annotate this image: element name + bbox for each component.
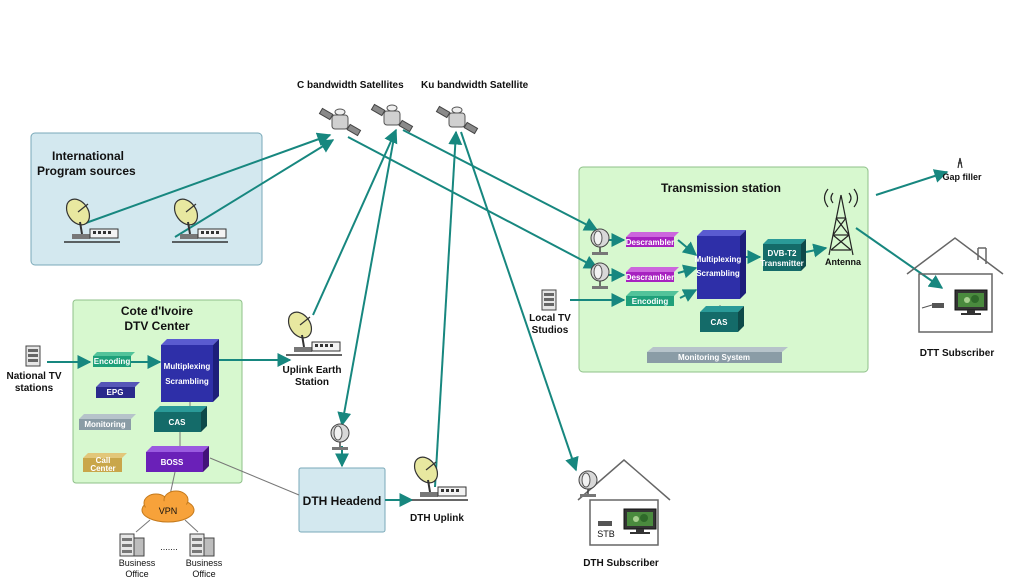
connections	[47, 128, 949, 507]
vpn-label: VPN	[159, 506, 178, 516]
thin-links	[135, 305, 721, 533]
transmission-descrambler-2-block: Descrambler	[626, 267, 679, 282]
transmission-cas-block: CAS	[700, 306, 744, 332]
dtv-boss-block: BOSS	[146, 446, 209, 472]
vpn-cloud-icon	[141, 490, 195, 523]
dtv-epg-label: EPG	[107, 388, 124, 397]
dtv-cas-label: CAS	[169, 418, 187, 427]
ku-band-satellite-label: Ku bandwidth Satellite	[421, 80, 529, 91]
dth-subscriber-tv-icon	[623, 508, 657, 535]
dtv-monitoring-label: Monitoring	[84, 420, 125, 429]
dtv-multiplexing-block: Multiplexing Scrambling	[161, 339, 219, 402]
dtv-multiplexing-label: Multiplexing	[164, 362, 211, 371]
transmission-station-title: Transmission station	[661, 181, 781, 195]
dth-headend-label: DTH Headend	[303, 494, 382, 508]
transmission-scrambling-label: Scrambling	[696, 269, 740, 278]
dth-subscriber-dish-icon	[578, 470, 598, 498]
dtv-cas-block: CAS	[154, 406, 207, 432]
ku-band-satellite-icon	[435, 105, 479, 135]
transmission-encoding-label: Encoding	[632, 297, 669, 306]
dtt-subscriber-label: DTT Subscriber	[920, 348, 995, 359]
dtv-center-title-line2: DTV Center	[124, 319, 190, 333]
dtv-boss-label: BOSS	[161, 458, 184, 467]
local-tv-label-line1: Local TV	[529, 313, 571, 324]
dtt-subscriber-house-icon	[906, 237, 1004, 333]
transmission-monitoring-system-block: Monitoring System	[647, 347, 788, 363]
c-band-satellite-1-icon	[318, 107, 362, 137]
transmission-multiplexing-label: Multiplexing	[695, 255, 742, 264]
stb-label: STB	[597, 529, 615, 539]
business-office-2-label-line1: Business	[186, 558, 223, 568]
uplink-earth-label-line2: Station	[295, 377, 329, 388]
antenna-tower-icon	[823, 188, 859, 256]
c-band-satellite-2-icon	[370, 103, 414, 133]
local-tv-label-line2: Studios	[532, 325, 569, 336]
dtv-call-center-label-line2: Center	[90, 464, 115, 473]
gap-filler-icon	[957, 157, 963, 169]
c-band-satellites-label: C bandwidth Satellites	[297, 80, 404, 91]
business-office-2-icon	[189, 533, 215, 557]
transmission-descrambler-2-label: Descrambler	[626, 273, 674, 282]
monitoring-system-label: Monitoring System	[678, 353, 750, 362]
dth-headend-receiver-dish-icon	[330, 423, 350, 451]
dvb-t2-label-line2: Transmitter	[760, 259, 804, 268]
dth-uplink-dish-icon	[408, 451, 469, 501]
dtv-epg-block: EPG	[96, 382, 140, 398]
dtv-monitoring-block: Monitoring	[79, 414, 136, 430]
dvb-t2-label-line1: DVB-T2	[768, 249, 797, 258]
dtv-call-center-label-line1: Call	[96, 456, 111, 465]
dth-uplink-label: DTH Uplink	[410, 513, 464, 524]
dtt-subscriber-tv-icon	[954, 289, 988, 316]
dtv-encoding-label: Encoding	[94, 357, 131, 366]
national-tv-stations-icon	[25, 345, 41, 367]
business-office-1-icon	[119, 533, 145, 557]
gap-filler-label: Gap filler	[942, 172, 982, 182]
dtv-scrambling-label: Scrambling	[165, 377, 209, 386]
transmission-descrambler-1-block: Descrambler	[626, 232, 679, 247]
national-tv-label-line2: stations	[15, 383, 54, 394]
transmission-cas-label: CAS	[711, 318, 729, 327]
dth-subscriber-label: DTH Subscriber	[583, 558, 659, 569]
dtv-call-center-block: Call Center	[83, 453, 127, 473]
transmission-descrambler-1-label: Descrambler	[626, 238, 674, 247]
international-title-line1: International	[52, 149, 124, 163]
dtv-encoding-block: Encoding	[93, 352, 135, 367]
antenna-label: Antenna	[825, 257, 862, 267]
local-tv-studios-icon	[541, 289, 557, 311]
dtv-center-title-line1: Cote d'Ivoire	[121, 304, 194, 318]
uplink-earth-label-line1: Uplink Earth	[283, 365, 342, 376]
dvb-t2-transmitter-block: DVB-T2 Transmitter	[760, 239, 806, 271]
business-office-ellipsis: .......	[160, 542, 178, 552]
transmission-encoding-block: Encoding	[626, 291, 679, 306]
business-office-1-label-line2: Office	[125, 569, 148, 579]
international-title-line2: Program sources	[37, 164, 136, 178]
business-office-2-label-line2: Office	[192, 569, 215, 579]
business-office-1-label-line1: Business	[119, 558, 156, 568]
national-tv-label-line1: National TV	[6, 371, 61, 382]
transmission-multiplexing-block: Multiplexing Scrambling	[695, 230, 746, 299]
